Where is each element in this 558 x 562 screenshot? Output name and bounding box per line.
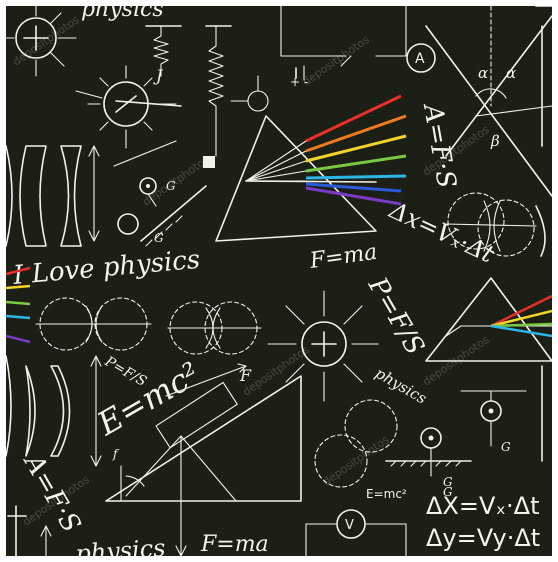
label-g-4: G	[501, 440, 511, 454]
formula-delta-x-top: Δx=Vₓ·Δt	[385, 196, 499, 269]
pulleys-bottom	[314, 365, 543, 488]
circuit-bottom	[305, 509, 407, 556]
lenses-left-bottom	[6, 355, 102, 467]
label-beta: β	[490, 132, 500, 150]
chalkboard-drawing: physics J A + -	[6, 6, 552, 556]
pulley-left	[113, 140, 207, 247]
formula-pressure: P=F/S	[361, 272, 429, 361]
sun-plus-icon	[267, 290, 379, 402]
lens-circles-right	[445, 192, 546, 257]
incline-plane	[105, 363, 302, 556]
reflection-diagram	[425, 6, 552, 197]
watermark-2: depositphotos	[300, 33, 372, 89]
formula-f-ma-top: F=ma	[307, 240, 378, 274]
lenses-left	[6, 145, 100, 247]
prism-rainbow	[115, 75, 407, 242]
love-physics-text: I Love physics	[11, 245, 201, 291]
ammeter-label: A	[415, 51, 425, 67]
formula-e-mc2-small: E=mc²	[366, 487, 407, 501]
plus-minus-label: + -	[290, 75, 308, 89]
bottom-left-arrow	[7, 505, 52, 556]
circuit-top	[280, 6, 436, 81]
prism-right	[425, 277, 552, 362]
label-g-2: G	[154, 231, 164, 245]
label-g-3: G	[443, 475, 453, 489]
watermark-5: depositphotos	[320, 433, 392, 489]
spring-icon	[145, 25, 232, 168]
rainbow-left	[6, 266, 31, 344]
physics-small-text: physics	[372, 364, 430, 408]
label-g-1: G	[166, 179, 176, 193]
voltmeter-label: V	[345, 518, 354, 533]
physics-bottom-text: physics	[74, 534, 166, 556]
label-f-small: f	[112, 447, 120, 461]
watermark-1: depositphotos	[140, 153, 212, 209]
label-g-5: G	[443, 485, 453, 499]
lens-circles-middle	[35, 297, 262, 355]
label-alpha-2: α	[506, 64, 516, 82]
formula-delta-y-right: Δy=Vy·Δt	[426, 524, 540, 552]
chalkboard-image: physics J A + -	[6, 6, 552, 556]
formula-delta-x-right: ΔX=Vₓ·Δt	[426, 492, 540, 520]
sun-circle-icon	[6, 6, 77, 77]
label-alpha-1: α	[478, 64, 488, 82]
label-force: F	[239, 366, 252, 385]
top-physics-text: physics	[81, 6, 164, 22]
formula-f-ma-bottom: F=ma	[200, 532, 269, 556]
label-j: J	[153, 66, 164, 85]
